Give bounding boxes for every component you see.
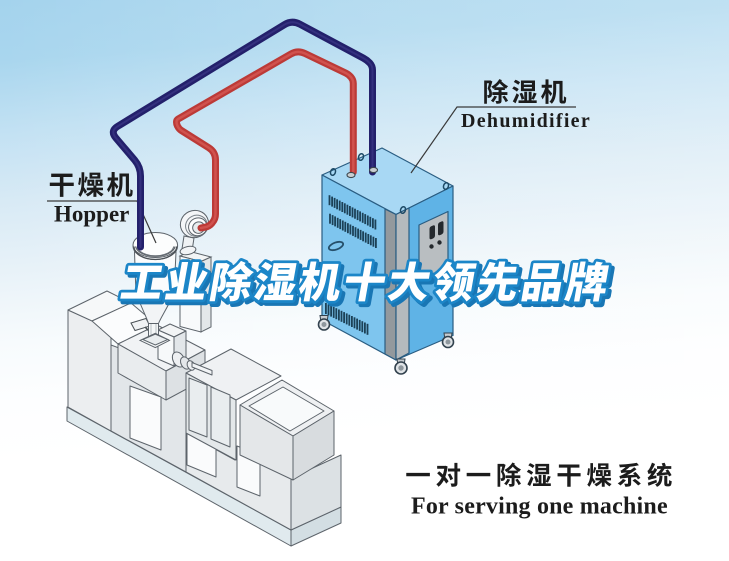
svg-text:Hopper: Hopper <box>54 202 129 227</box>
svg-text:For serving one machine: For serving one machine <box>411 494 668 520</box>
svg-text:Dehumidifier: Dehumidifier <box>461 110 591 132</box>
